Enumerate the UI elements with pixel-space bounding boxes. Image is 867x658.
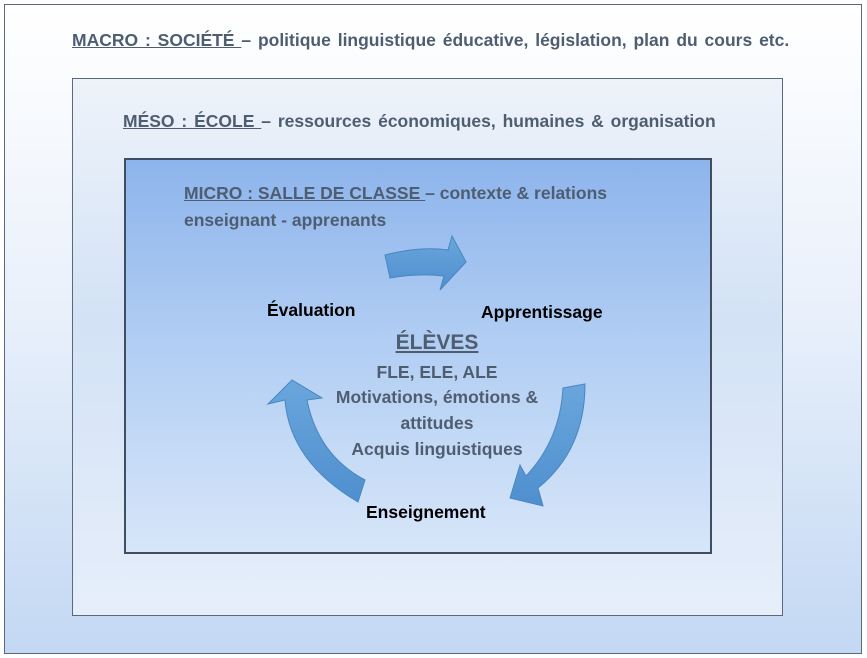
- macro-description: – politique linguistique éducative, légi…: [241, 30, 790, 50]
- meso-label: MÉSO : ÉCOLE: [123, 111, 262, 131]
- stage-apprentissage: Apprentissage: [481, 302, 603, 322]
- eleves-line-acquis: Acquis linguistiques: [351, 439, 523, 459]
- arrow-apprentissage-to-enseignement: [509, 383, 586, 507]
- micro-level-box: [124, 158, 712, 554]
- micro-description: – contexte & relations: [425, 183, 607, 203]
- eleves-line-languages: FLE, ELE, ALE: [376, 362, 498, 382]
- stage-enseignement: Enseignement: [366, 502, 486, 522]
- eleves-line-attitudes: attitudes: [400, 413, 474, 433]
- meso-heading: MÉSO : ÉCOLE – ressources économiques, h…: [123, 111, 716, 132]
- arrow-enseignement-to-evaluation: [266, 379, 366, 503]
- eleves-title: ÉLÈVES: [395, 331, 479, 354]
- micro-heading: MICRO : SALLE DE CLASSE – contexte & rel…: [184, 183, 607, 204]
- arrow-evaluation-to-apprentissage: [384, 234, 467, 291]
- meso-description: – ressources économiques, humaines & org…: [261, 111, 716, 131]
- micro-description-line2: enseignant - apprenants: [184, 210, 387, 230]
- macro-heading: MACRO : SOCIÉTÉ – politique linguistique…: [72, 30, 789, 51]
- stage-evaluation: Évaluation: [267, 300, 356, 320]
- eleves-line-motivations: Motivations, émotions &: [335, 387, 539, 407]
- micro-label: MICRO : SALLE DE CLASSE: [184, 183, 426, 203]
- macro-label: MACRO : SOCIÉTÉ: [72, 30, 242, 50]
